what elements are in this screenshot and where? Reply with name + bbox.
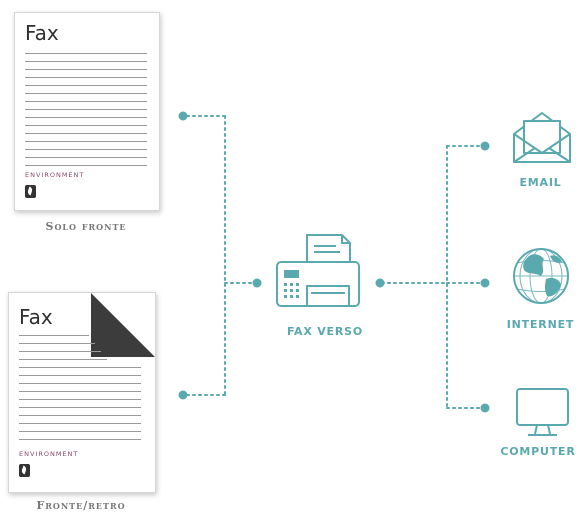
node-dot [480,278,490,288]
node-dot [480,141,490,151]
environment-logo-icon [19,464,30,477]
folded-corner-icon [91,293,155,357]
environment-logo-icon [25,185,36,198]
caption-fronte-retro: Fronte/retro [36,499,126,512]
environment-label: ENVIRONMENT [19,450,79,458]
caption-solo-fronte: Solo fronte [45,220,127,233]
email-envelope-icon [513,112,571,163]
fax-machine-icon [276,234,360,307]
document-solo-fronte: Fax ENVIRONMENT [14,12,160,211]
node-dot [178,111,188,121]
internet-label: INTERNET [506,318,575,331]
environment-label: ENVIRONMENT [25,171,85,179]
fax-verso-label: FAX VERSO [286,325,364,338]
computer-label: COMPUTER [500,445,576,458]
node-dot [480,403,490,413]
node-dot [252,278,262,288]
document-title: Fax [19,305,53,329]
document-title: Fax [25,21,59,45]
body-text-lines [19,335,141,447]
globe-icon [513,248,569,304]
node-dot [178,390,188,400]
email-label: EMAIL [519,176,562,189]
monitor-icon [516,388,569,436]
document-fronte-retro: Fax ENVIRONMENT [8,292,156,493]
node-dot [375,278,385,288]
body-text-lines [25,53,147,173]
